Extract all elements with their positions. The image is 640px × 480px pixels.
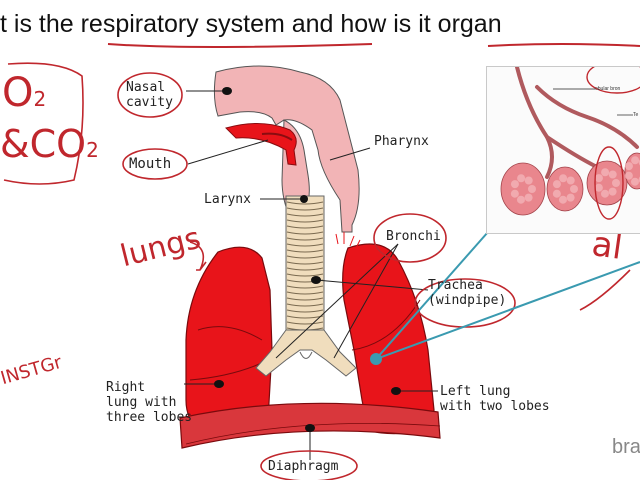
- alveolus-bubble: [594, 174, 603, 183]
- alveolus-bubble: [630, 177, 639, 186]
- alveolus-bubble: [594, 183, 603, 192]
- alveolus-bubble: [600, 189, 609, 198]
- trachea-ring: [286, 225, 324, 229]
- tongue-line: [261, 132, 293, 141]
- pharynx-label: Pharynx: [374, 134, 429, 149]
- alveolus-bubble: [558, 195, 567, 204]
- trachea-ring: [286, 201, 324, 205]
- title-underline-2: [487, 43, 640, 47]
- alveolus-bubble: [528, 185, 536, 193]
- alveolus-bubble: [516, 195, 525, 204]
- alveolus-bubble: [510, 180, 519, 189]
- alveolus-bubble: [608, 170, 617, 179]
- inset-pointer-lines: [375, 231, 640, 360]
- o2-handwriting: O2: [2, 70, 47, 116]
- trachea-label: Trachea(windpipe): [428, 278, 507, 308]
- alveolus-bubble: [566, 193, 575, 202]
- larynx-label: Larynx: [204, 192, 251, 207]
- trachea-ring: [286, 231, 324, 235]
- alveolus-bubble: [570, 185, 578, 193]
- bronchi: [255, 329, 357, 377]
- nasal-pharynx-airway: [213, 65, 360, 233]
- bronchi-label: Bronchi: [386, 229, 441, 244]
- inset-label-top: obular bron: [595, 86, 621, 92]
- trachea-ring: [286, 285, 324, 289]
- alveolus-bubble: [608, 187, 617, 196]
- alveolus-bubble: [631, 156, 640, 165]
- trachea-ring: [286, 243, 324, 247]
- alveolus-bubble: [559, 174, 568, 183]
- trachea-ring: [286, 213, 324, 217]
- alveolus-bubble: [552, 189, 561, 198]
- alveolus-bubble: [601, 168, 610, 177]
- page-title: t is the respiratory system and how is i…: [0, 10, 502, 38]
- label-dots: [214, 87, 401, 432]
- alveolus-bubble: [510, 189, 519, 198]
- trachea-ring: [286, 321, 324, 325]
- alveolus-bubble: [524, 176, 533, 185]
- alveoli-drawing: [500, 67, 640, 220]
- alveoli-inset: obular bron Te: [486, 66, 640, 234]
- brand-watermark: bra: [612, 436, 640, 458]
- inset-label-side: Te: [633, 112, 639, 118]
- alveolus-bubble: [612, 179, 620, 187]
- inset-pointer-dot: [370, 353, 382, 365]
- trachea-ring: [286, 297, 324, 301]
- alveolus-bubble: [624, 162, 633, 171]
- trachea-ring: [286, 207, 324, 211]
- alveolus-bubble: [524, 193, 533, 202]
- alveolus-bubble: [566, 176, 575, 185]
- title-underline-1: [107, 43, 373, 48]
- trachea-ring: [286, 291, 324, 295]
- co2-handwriting: &CO2: [0, 122, 99, 166]
- trachea-ring: [286, 261, 324, 265]
- bronchioles: [335, 232, 361, 249]
- trachea: [285, 195, 325, 343]
- trachea-ring: [286, 267, 324, 271]
- trachea-ring: [286, 255, 324, 259]
- leader-lines: [184, 90, 438, 460]
- trachea-ring: [286, 309, 324, 313]
- diaphragm-label: Diaphragm: [268, 459, 339, 474]
- trachea-ring: [286, 249, 324, 253]
- alveolus-bubble: [517, 174, 526, 183]
- alveolus-bubble: [552, 180, 561, 189]
- trachea-ring: [286, 219, 324, 223]
- trachea-ring: [286, 303, 324, 307]
- trachea-ring: [286, 273, 324, 277]
- trachea-ring: [286, 237, 324, 241]
- alveolus-bubble: [624, 171, 633, 180]
- mouth-label: Mouth: [129, 156, 172, 172]
